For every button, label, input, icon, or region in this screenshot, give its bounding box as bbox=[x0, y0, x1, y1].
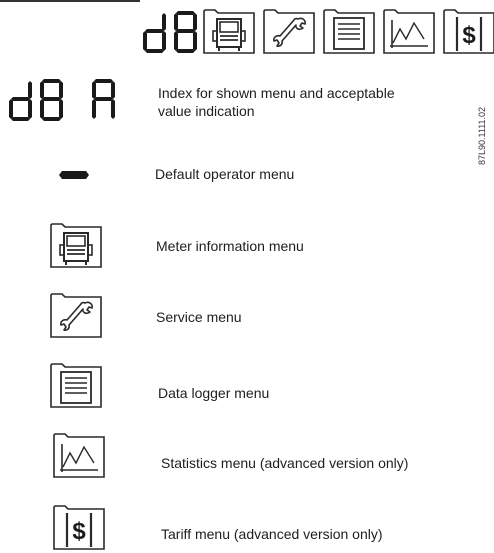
index-digit-d-glyph bbox=[9, 81, 32, 121]
dash-icon bbox=[59, 171, 89, 179]
header-digits-display bbox=[143, 11, 197, 53]
figure-code: 87L90.1111.02 bbox=[477, 106, 487, 165]
legend-label-default: Default operator menu bbox=[155, 166, 295, 182]
header-display-row: $ bbox=[0, 0, 494, 60]
dollar-symbol: $ bbox=[462, 22, 476, 49]
data-logger-icon bbox=[50, 363, 102, 408]
legend-label-tariff: Tariff menu (advanced version only) bbox=[161, 526, 383, 542]
statistics-icon bbox=[53, 433, 105, 478]
digit-8-glyph bbox=[174, 11, 197, 53]
digit-d-glyph bbox=[143, 13, 166, 53]
legend-row-service: Service menu bbox=[0, 291, 470, 341]
index-description: Index for shown menu and acceptable valu… bbox=[158, 85, 395, 119]
legend-row-statistics: Statistics menu (advanced version only) bbox=[0, 431, 470, 481]
meter-information-icon bbox=[203, 9, 255, 54]
legend-row-data-logger: Data logger menu bbox=[0, 361, 470, 411]
dollar-symbol: $ bbox=[72, 518, 86, 545]
index-display bbox=[9, 79, 115, 121]
data-logger-icon bbox=[323, 9, 375, 54]
index-letter-a-glyph bbox=[92, 79, 115, 119]
legend-label-statistics: Statistics menu (advanced version only) bbox=[161, 455, 409, 471]
legend-row-default: Default operator menu bbox=[0, 155, 470, 195]
top-divider bbox=[0, 0, 140, 2]
service-wrench-icon bbox=[263, 9, 315, 54]
legend-row-tariff: $ Tariff menu (advanced version only) bbox=[0, 503, 470, 553]
tariff-dollar-icon: $ bbox=[53, 505, 105, 550]
legend-label-data-logger: Data logger menu bbox=[158, 385, 270, 401]
index-digit-8-glyph bbox=[40, 79, 63, 121]
legend-label-meter-information: Meter information menu bbox=[156, 238, 304, 254]
statistics-icon bbox=[383, 9, 435, 54]
tariff-dollar-icon: $ bbox=[443, 9, 494, 54]
legend-label-service: Service menu bbox=[156, 309, 242, 325]
service-wrench-icon bbox=[50, 293, 102, 338]
meter-information-icon bbox=[50, 223, 102, 268]
legend-row-meter-information: Meter information menu bbox=[0, 221, 470, 271]
